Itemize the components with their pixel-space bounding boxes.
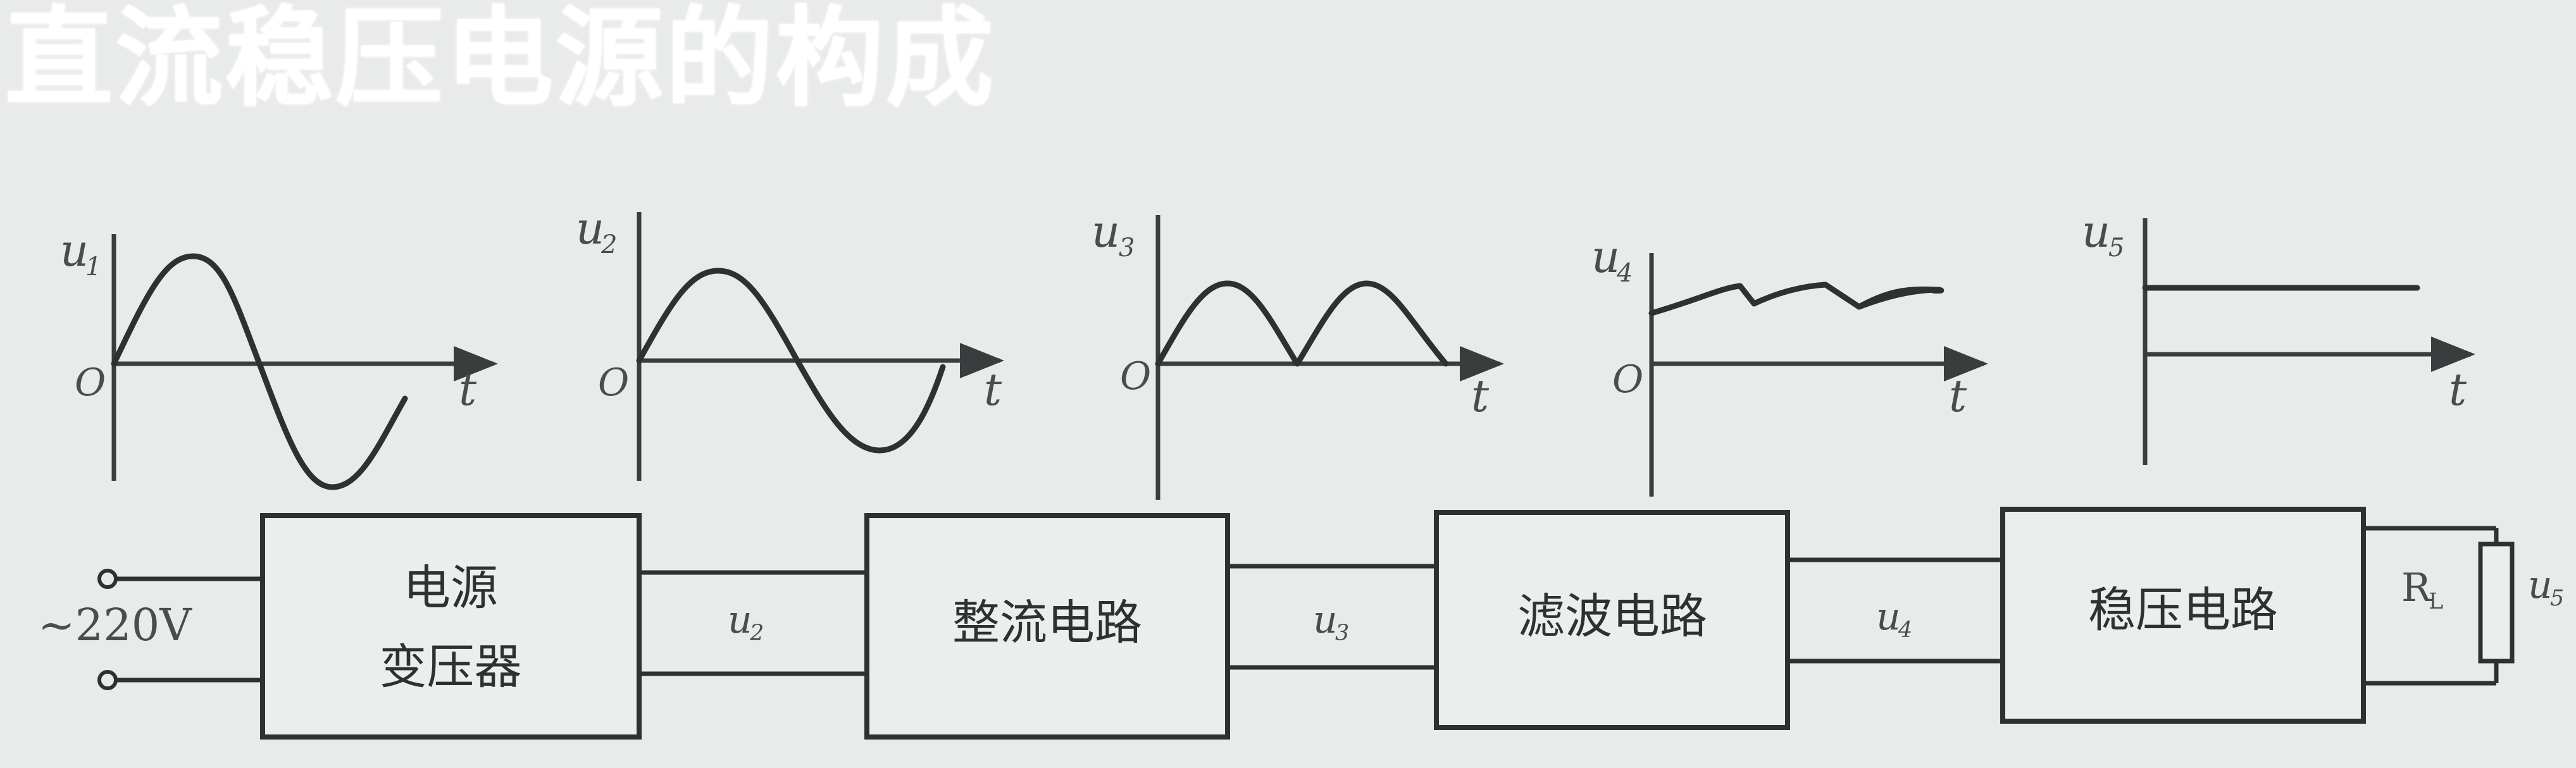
regulator-block: [2000, 507, 2366, 724]
graph-u2: u 2 O t: [576, 202, 1004, 481]
graph-u1-sine-wave: [111, 253, 408, 490]
graph-u5-xlabel: t: [2449, 364, 2467, 416]
graph-u2-ysub: 2: [600, 230, 617, 259]
graph-u4-ysub: 4: [1616, 259, 1633, 288]
input-terminals: ~220V: [38, 569, 263, 690]
input-terminal-bottom: [97, 670, 118, 690]
graph-u1: u 1 O t: [60, 225, 498, 490]
graph-u1-origin: O: [75, 361, 106, 405]
graph-u4: u 4 O t: [1591, 231, 1988, 497]
transformer-block: [260, 513, 642, 740]
filter-label: 滤波电路: [1517, 588, 1707, 644]
load-resistor: [2478, 542, 2515, 664]
output-voltage-label: u: [2528, 563, 2553, 607]
rectifier-label: 整流电路: [952, 595, 1142, 650]
load-label: R: [2401, 564, 2432, 610]
graph-u4-xlabel: t: [1949, 370, 1967, 422]
wire-u3-sub: 3: [1335, 621, 1349, 646]
graph-u4-ripple-wave: [1648, 282, 1944, 316]
output-voltage-sub: 5: [2550, 586, 2564, 611]
graph-u2-sine-wave: [636, 268, 946, 454]
wire-u3-label: u: [1313, 598, 1338, 642]
graph-u5-ylabel: u: [2082, 206, 2110, 257]
graph-u3: u 3 O t: [1092, 206, 1504, 500]
wire-u4-sub: 4: [1898, 617, 1912, 643]
graph-u1-ylabel: u: [60, 225, 89, 276]
transformer-label-line1: 电源: [403, 560, 498, 616]
wire-u4-label: u: [1876, 595, 1901, 639]
graph-u1-xlabel: t: [459, 364, 477, 416]
input-voltage-label: ~220V: [38, 599, 192, 651]
graph-u2-xlabel: t: [984, 364, 1002, 416]
graph-u5-ysub: 5: [2108, 233, 2124, 263]
graph-u3-ylabel: u: [1092, 206, 1120, 257]
rectifier-block: [864, 513, 1230, 740]
wire-u2-label: u: [728, 598, 752, 642]
graph-u1-ysub: 1: [85, 252, 101, 282]
graph-u4-origin: O: [1612, 357, 1643, 402]
graph-u2-origin: O: [598, 361, 629, 405]
graph-u5: u 5 t: [2082, 206, 2475, 465]
graph-u4-ylabel: u: [1591, 231, 1620, 283]
graph-u3-origin: O: [1120, 354, 1151, 399]
regulator-label: 稳压电路: [2088, 582, 2278, 638]
transformer-label-line2: 变压器: [379, 639, 521, 695]
graph-u2-ylabel: u: [576, 202, 604, 254]
wire-u2-sub: 2: [749, 621, 764, 646]
load-sub: L: [2429, 589, 2443, 614]
filter-block: [1434, 510, 1790, 730]
graph-u3-ysub: 3: [1119, 233, 1135, 263]
graph-u3-rectified-wave: [1155, 280, 1449, 367]
diagram-title: 直流稳压电源的构成: [5, 0, 997, 121]
graph-u3-xlabel: t: [1471, 370, 1490, 422]
graph-u4-ripple-cycle3: [1856, 287, 1943, 310]
input-terminal-top: [97, 569, 118, 589]
